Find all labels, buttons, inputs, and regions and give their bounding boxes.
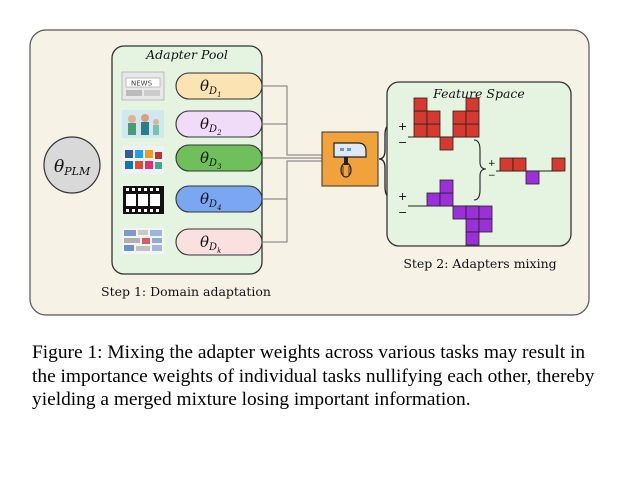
- adapter-theta: θ: [200, 115, 209, 133]
- step2-label: Step 2: Adapters mixing: [403, 256, 556, 271]
- adapter-pool-title: Adapter Pool: [145, 47, 228, 62]
- mixed-bar-block: [499, 157, 514, 172]
- movie-film-icon: [123, 186, 164, 214]
- mixed-feature-plot: + −: [488, 157, 566, 185]
- adapter-subsub: 3: [217, 163, 222, 171]
- adapter-sub: D: [208, 199, 217, 210]
- mixed-bar-block: [512, 157, 527, 172]
- merge-brace: [378, 122, 395, 200]
- adapter-sub: D: [208, 158, 217, 169]
- purple-bar-block: [478, 205, 493, 220]
- feature-space-title: Feature Space: [432, 86, 525, 101]
- step1-label: Step 1: Domain adaptation: [101, 284, 271, 299]
- svg-text:−: −: [398, 206, 407, 219]
- svg-text:−: −: [398, 136, 407, 149]
- adapter-theta: θ: [200, 149, 209, 167]
- red-bar-block: [426, 110, 441, 125]
- red-bar-block: [413, 97, 428, 112]
- adapter-pill-4: θD4: [175, 185, 263, 213]
- plm-subscript: PLM: [63, 165, 91, 178]
- red-bar-block: [452, 123, 467, 138]
- purple-bar-block: [426, 192, 441, 207]
- adapter-theta: θ: [200, 233, 209, 251]
- red-bar-block: [465, 110, 480, 125]
- purple-feature-plot: + −: [398, 179, 493, 246]
- purple-bar-block: [439, 192, 454, 207]
- adapter-connectors: [262, 85, 322, 243]
- purple-bar-block: [465, 231, 480, 246]
- adapter-sub: D: [208, 124, 217, 135]
- svg-text:−: −: [488, 171, 496, 181]
- purple-bar-block: [452, 205, 467, 220]
- social-media-icon: [122, 146, 164, 174]
- adapter-pill-3: θD3: [175, 144, 263, 172]
- adapter-pill-5: θDk: [175, 228, 263, 256]
- red-bar-block: [452, 110, 467, 125]
- adapter-subsub: 1: [217, 91, 221, 99]
- svg-text:+: +: [398, 190, 407, 203]
- adapter-theta: θ: [200, 77, 209, 95]
- mixed-bar-block: [525, 170, 540, 185]
- purple-bar-block: [465, 218, 480, 233]
- svg-text:θD4: θD4: [200, 190, 222, 212]
- red-bar-block: [465, 97, 480, 112]
- svg-text:θPLM: θPLM: [54, 157, 91, 178]
- purple-bar-block: [465, 205, 480, 220]
- mixed-bar-block: [551, 157, 566, 172]
- red-feature-plot: + −: [398, 97, 480, 151]
- news-text: NEWS: [131, 80, 153, 88]
- red-bar-block: [439, 136, 454, 151]
- red-bar-block: [426, 123, 441, 138]
- adapter-theta: θ: [200, 190, 209, 208]
- red-bar-block: [465, 123, 480, 138]
- documents-collage-icon: [122, 228, 164, 254]
- red-bar-block: [413, 123, 428, 138]
- svg-text:θDk: θDk: [200, 233, 221, 255]
- svg-text:θD2: θD2: [200, 115, 222, 137]
- adapter-sub: D: [208, 242, 217, 253]
- adapter-subsub: 4: [216, 204, 221, 212]
- blender-mixer-icon: [321, 131, 379, 187]
- news-icon: NEWS: [121, 71, 165, 101]
- result-brace: [473, 139, 487, 201]
- svg-text:+: +: [398, 120, 407, 133]
- purple-bar-block: [478, 218, 493, 233]
- adapter-sub: D: [208, 86, 217, 97]
- red-bar-block: [413, 110, 428, 125]
- adapter-pill-2: θD2: [175, 110, 263, 138]
- family-photo-icon: [122, 110, 164, 138]
- adapter-pill-1: θD1: [175, 72, 263, 100]
- plm-theta: θ: [54, 157, 64, 177]
- adapter-subsub: 2: [216, 129, 222, 137]
- svg-text:θD3: θD3: [200, 149, 222, 171]
- figure-caption: Figure 1: Mixing the adapter weights acr…: [32, 342, 595, 410]
- plm-node: θPLM: [43, 136, 101, 194]
- adapter-subsub: k: [217, 247, 221, 255]
- svg-text:θD1: θD1: [200, 77, 222, 99]
- svg-text:+: +: [488, 159, 496, 169]
- purple-bar-block: [439, 179, 454, 194]
